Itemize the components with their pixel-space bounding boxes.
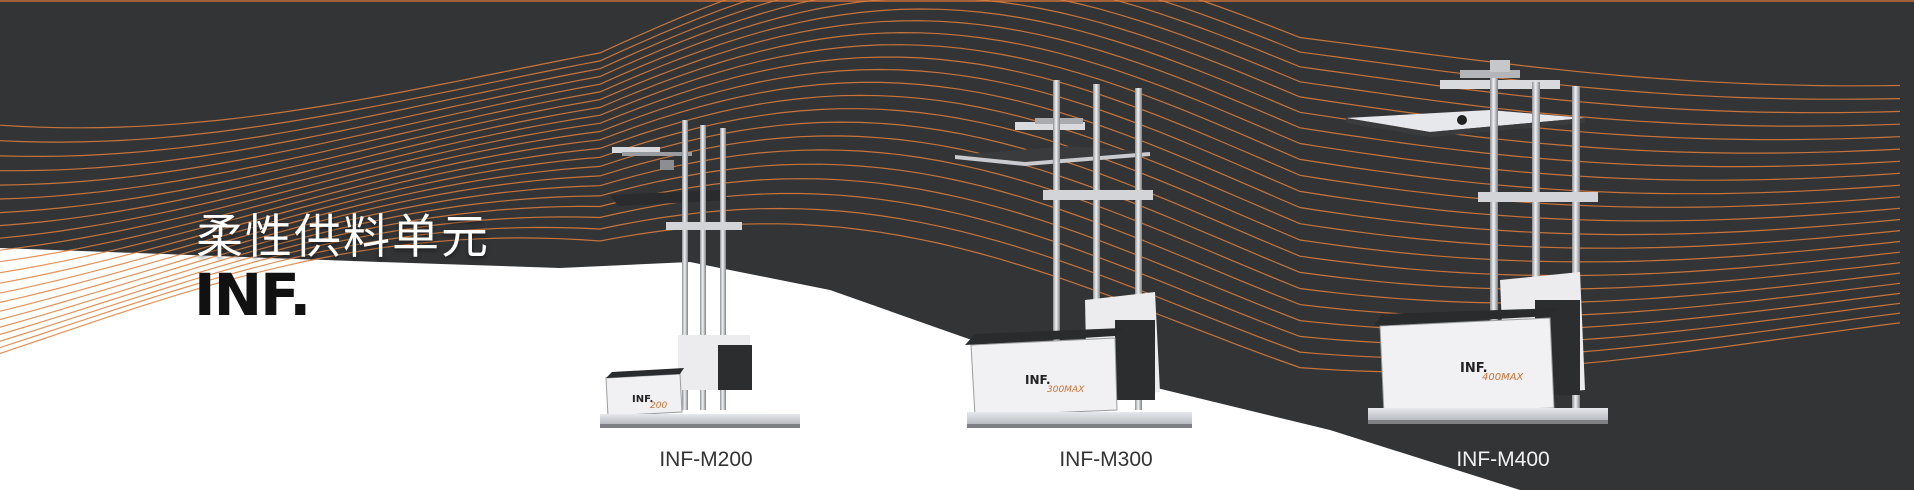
wave-line	[0, 0, 1901, 172]
wave-line	[0, 0, 1901, 129]
product-image-m300: INF. 300MAX	[955, 80, 1192, 428]
wave-line	[0, 0, 1901, 158]
wave-line	[0, 20, 1901, 214]
product-image-m200: INF. 200	[600, 120, 800, 428]
svg-text:INF.: INF.	[1025, 373, 1051, 387]
wave-line	[0, 108, 1901, 294]
wave-line	[0, 192, 1901, 346]
wave-line	[0, 44, 1901, 239]
wave-line	[0, 56, 1901, 251]
model-label-m300: INF-M300	[1059, 448, 1153, 471]
svg-text:400MAX: 400MAX	[1482, 372, 1525, 383]
wave-line	[0, 31, 1901, 227]
wave-line	[0, 0, 1901, 143]
banner-title: 柔性供料单元	[196, 210, 490, 265]
wave-line	[0, 94, 1901, 284]
wave-line	[0, 81, 1901, 274]
model-label-m200: INF-M200	[659, 448, 753, 471]
wave-line	[0, 149, 1901, 321]
wave-line	[0, 163, 1901, 328]
wave-line	[0, 121, 1901, 303]
svg-text:200: 200	[650, 401, 667, 411]
brand-logo: INF.	[194, 261, 311, 329]
svg-text:INF.: INF.	[1460, 361, 1488, 376]
wave-line	[0, 8, 1901, 200]
wave-line	[0, 178, 1901, 336]
wave-line	[0, 135, 1901, 312]
model-label-m400: INF-M400	[1456, 448, 1550, 471]
product-image-m400: INF. 400MAX	[1346, 60, 1608, 424]
wave-line	[0, 0, 1901, 186]
svg-text:INF.: INF.	[632, 394, 653, 405]
wave-line	[0, 68, 1901, 263]
wave-lines	[0, 0, 1901, 373]
svg-text:300MAX: 300MAX	[1047, 385, 1085, 395]
